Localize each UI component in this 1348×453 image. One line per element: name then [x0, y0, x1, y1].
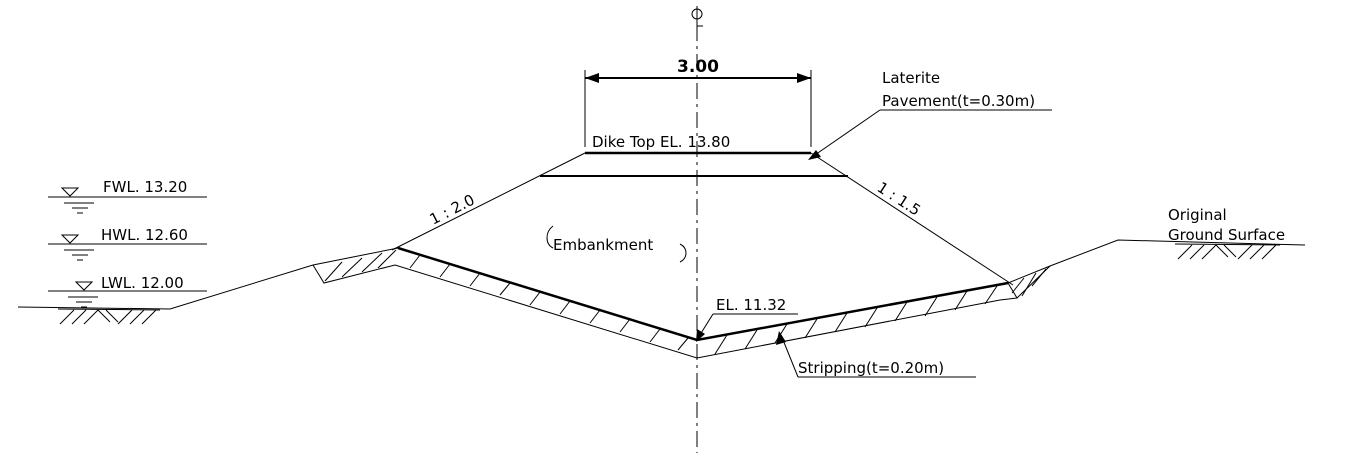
dike-top-label: Dike Top EL. 13.80	[592, 133, 730, 151]
dim-arrow-left	[585, 73, 599, 83]
leader-arrowhead	[696, 329, 705, 342]
water-level-lwl: LWL. 12.00	[48, 274, 207, 308]
dike-body	[391, 151, 1014, 286]
slope-left-label: 1 : 2.0	[427, 191, 478, 229]
stripping-callout: Stripping(t=0.20m)	[776, 331, 976, 378]
water-level-triangle-icon	[60, 187, 80, 197]
water-level-hwl: HWL. 12.60	[48, 226, 207, 261]
laterite-label-line2: Pavement(t=0.30m)	[882, 92, 1035, 110]
dim-arrow-right	[797, 73, 811, 83]
water-level-fwl: FWL. 13.20	[48, 178, 207, 214]
bottom-elevation-callout: EL. 11.32	[696, 296, 798, 342]
bottom-elevation-label: EL. 11.32	[716, 296, 786, 314]
top-width-dimension: 3.00	[584, 57, 812, 147]
laterite-pavement-callout: Laterite Pavement(t=0.30m)	[808, 69, 1052, 160]
embankment-label: Embankment	[553, 236, 653, 254]
hwl-label: HWL. 12.60	[101, 226, 188, 244]
left-slope-line	[391, 152, 586, 251]
fwl-label: FWL. 13.20	[103, 178, 187, 196]
ground-label-line1: Original	[1168, 206, 1227, 224]
stripping-layer	[312, 246, 1051, 359]
water-level-triangle-icon	[74, 281, 94, 291]
ground-hatch-right	[1174, 243, 1281, 260]
ground-hatch-left	[57, 308, 161, 325]
embankment-callout: Embankment	[546, 225, 687, 263]
lwl-label: LWL. 12.00	[101, 274, 184, 292]
leader-arrowhead	[808, 150, 821, 160]
laterite-label-line1: Laterite	[882, 69, 940, 87]
right-slope-line	[810, 152, 1014, 286]
centerline	[691, 6, 703, 453]
dimension-value: 3.00	[677, 57, 719, 77]
water-level-triangle-icon	[60, 234, 80, 244]
stripping-label: Stripping(t=0.20m)	[798, 359, 944, 377]
centerline-symbol	[691, 6, 703, 27]
ground-label-line2: Ground Surface	[1168, 226, 1285, 244]
ground-surface-line	[17, 239, 1306, 341]
leader-arrowhead	[776, 331, 786, 345]
